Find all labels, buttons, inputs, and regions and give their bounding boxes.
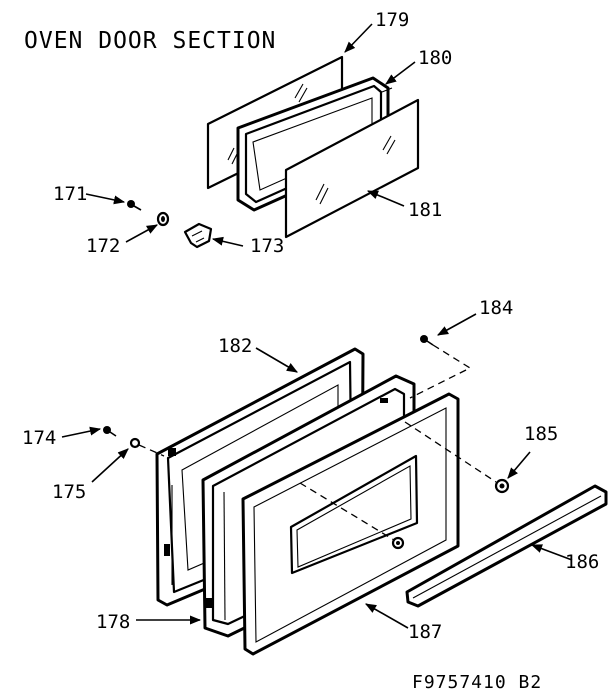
callout-172: 172 — [86, 235, 120, 257]
nut-185 — [494, 478, 510, 494]
leader-185 — [507, 451, 531, 479]
washer-172 — [156, 211, 170, 227]
callout-171: 171 — [53, 183, 87, 205]
outer-door-187 — [241, 392, 460, 656]
callout-181: 181 — [408, 199, 442, 221]
assembly-line-185 — [404, 421, 497, 483]
clip-173 — [183, 222, 213, 249]
leader-179 — [344, 23, 373, 53]
door-center-fastener — [391, 536, 405, 550]
callout-179: 179 — [375, 9, 409, 31]
leader-180 — [385, 61, 416, 85]
door-handle-186 — [405, 484, 608, 608]
callout-175: 175 — [52, 481, 86, 503]
callout-174: 174 — [22, 427, 56, 449]
leader-186 — [530, 544, 573, 561]
leader-174 — [61, 426, 102, 438]
section-title: OVEN DOOR SECTION — [24, 28, 276, 54]
callout-187: 187 — [408, 621, 442, 643]
screw-184 — [420, 335, 434, 346]
callout-184: 184 — [479, 297, 513, 319]
callout-178: 178 — [96, 611, 130, 633]
screw-174 — [103, 426, 117, 437]
glass-pane-181 — [284, 98, 420, 239]
callout-185: 185 — [524, 423, 558, 445]
screw-171 — [127, 200, 142, 211]
leader-171 — [85, 193, 126, 205]
washer-175 — [129, 437, 141, 449]
leader-184 — [437, 313, 477, 336]
callout-186: 186 — [565, 551, 599, 573]
callout-182: 182 — [218, 335, 252, 357]
leader-187 — [365, 603, 409, 629]
leader-172 — [125, 224, 158, 243]
drawing-code: F9757410 B2 — [412, 672, 542, 693]
leader-182 — [255, 347, 298, 373]
assembly-line-175 — [138, 444, 165, 457]
assembly-line-184 — [409, 344, 472, 399]
callout-173: 173 — [250, 235, 284, 257]
callout-180: 180 — [418, 47, 452, 69]
leader-181 — [366, 190, 405, 207]
assembly-line-center — [299, 482, 395, 541]
leader-175 — [91, 448, 129, 483]
leader-173 — [211, 236, 244, 247]
